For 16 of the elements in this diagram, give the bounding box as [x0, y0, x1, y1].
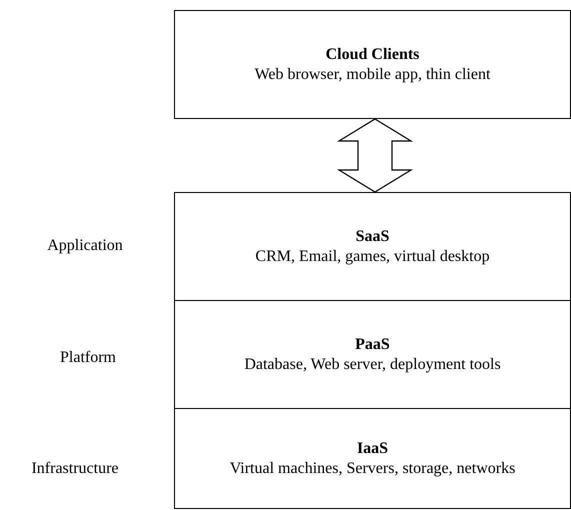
- double-arrow: [336, 118, 414, 193]
- layer-description: Web browser, mobile app, thin client: [254, 64, 490, 84]
- layer-label: Infrastructure: [31, 460, 119, 478]
- layer-box: [174, 300, 571, 409]
- layer-box: [174, 10, 571, 119]
- layer-title: PaaS: [355, 334, 390, 354]
- layer-label: Platform: [60, 349, 116, 367]
- layer-description: Database, Web server, deployment tools: [244, 354, 501, 374]
- layer-title: Cloud Clients: [326, 44, 420, 64]
- layer-box: [174, 192, 571, 301]
- layer-box: [174, 408, 571, 509]
- layer-description: Virtual machines, Servers, storage, networks: [230, 458, 516, 478]
- layer-title: IaaS: [356, 438, 388, 458]
- layer-description: CRM, Email, games, virtual desktop: [255, 246, 490, 266]
- layer-title: SaaS: [356, 226, 390, 246]
- layer-label: Application: [47, 237, 123, 255]
